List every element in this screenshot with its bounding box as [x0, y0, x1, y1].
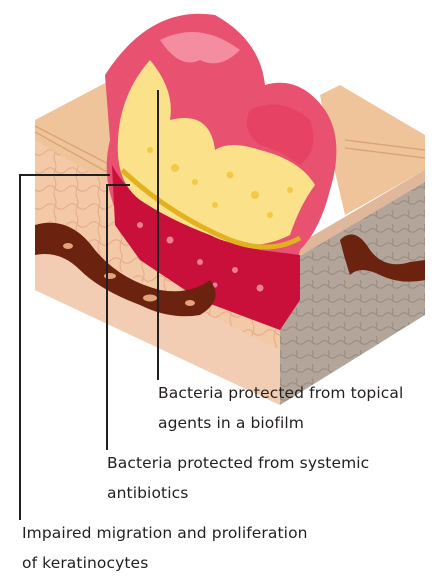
annotation-keratinocytes-line1: Impaired migration and proliferation — [22, 518, 352, 548]
annotation-biofilm-line1: Bacteria protected from topical — [158, 378, 440, 408]
annotation-keratinocytes: Impaired migration and proliferation of … — [22, 518, 352, 578]
annotation-systemic-line2: antibiotics — [107, 478, 407, 508]
annotation-systemic: Bacteria protected from systemic antibio… — [107, 448, 407, 508]
annotation-systemic-line1: Bacteria protected from systemic — [107, 448, 407, 478]
annotation-biofilm: Bacteria protected from topical agents i… — [158, 378, 440, 438]
annotation-keratinocytes-line2: of keratinocytes — [22, 548, 352, 578]
annotation-biofilm-line2: agents in a biofilm — [158, 408, 440, 438]
